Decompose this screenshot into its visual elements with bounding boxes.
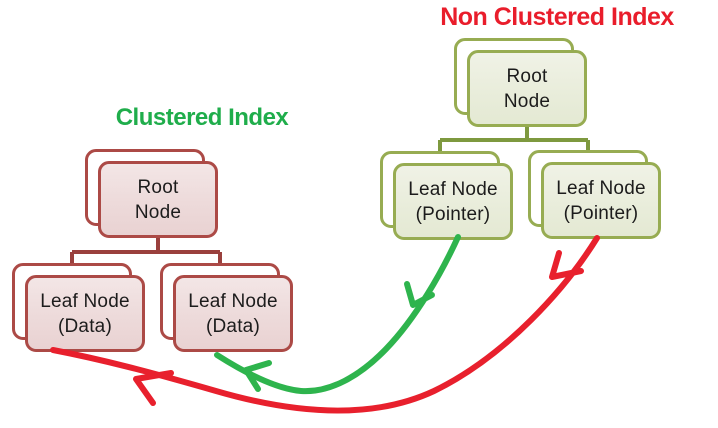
red-pointer-arrow [50, 235, 600, 414]
red-arrow-end-arrowhead [133, 370, 174, 406]
red-arrow-path [50, 235, 600, 414]
green-arrow-end-arrowhead [243, 360, 272, 392]
clustered-index-title: Clustered Index [115, 104, 289, 131]
red-arrow-mid-arrowhead [549, 250, 584, 280]
non-clustered-leaf-node-1: Leaf Node (Pointer) [393, 163, 513, 240]
green-arrow-path [214, 234, 461, 395]
non-clustered-tree-connector [438, 124, 590, 158]
clustered-leaf-node-2-label: Leaf Node (Data) [188, 290, 278, 337]
green-arrow-mid-arrowhead [404, 281, 435, 308]
clustered-root-node-label: Root Node [134, 176, 182, 223]
clustered-root-node: Root Node [98, 161, 218, 238]
non-clustered-index-title: Non Clustered Index [440, 3, 674, 31]
non-clustered-root-node: Root Node [467, 50, 587, 127]
clustered-leaf-node-2: Leaf Node (Data) [173, 275, 293, 352]
non-clustered-leaf-node-2: Leaf Node (Pointer) [541, 162, 661, 239]
non-clustered-root-node-label: Root Node [503, 65, 551, 112]
clustered-leaf-node-1-label: Leaf Node (Data) [40, 290, 130, 337]
green-pointer-arrow [214, 234, 461, 395]
clustered-tree-connector [70, 236, 222, 270]
non-clustered-leaf-node-1-label: Leaf Node (Pointer) [408, 178, 498, 225]
clustered-leaf-node-1: Leaf Node (Data) [25, 275, 145, 352]
non-clustered-leaf-node-2-label: Leaf Node (Pointer) [556, 177, 646, 224]
